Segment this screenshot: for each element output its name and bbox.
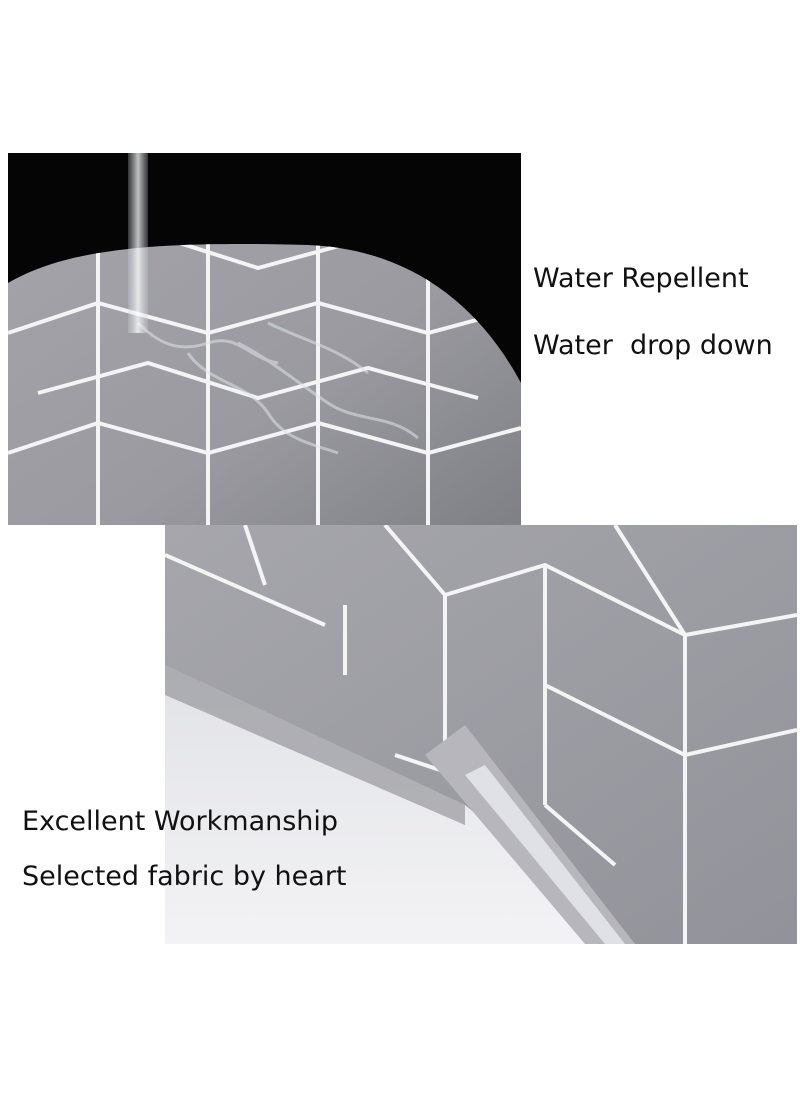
excellent-workmanship-caption: Excellent Workmanship xyxy=(22,806,339,837)
water-repellent-image xyxy=(8,153,521,525)
water-repellent-caption: Water Repellent xyxy=(533,263,749,294)
water-repellent-photo xyxy=(8,153,521,525)
water-drop-down-caption: Water drop down xyxy=(533,330,773,361)
workmanship-photo xyxy=(165,525,797,944)
selected-fabric-caption: Selected fabric by heart xyxy=(22,861,347,892)
workmanship-image xyxy=(165,525,797,944)
